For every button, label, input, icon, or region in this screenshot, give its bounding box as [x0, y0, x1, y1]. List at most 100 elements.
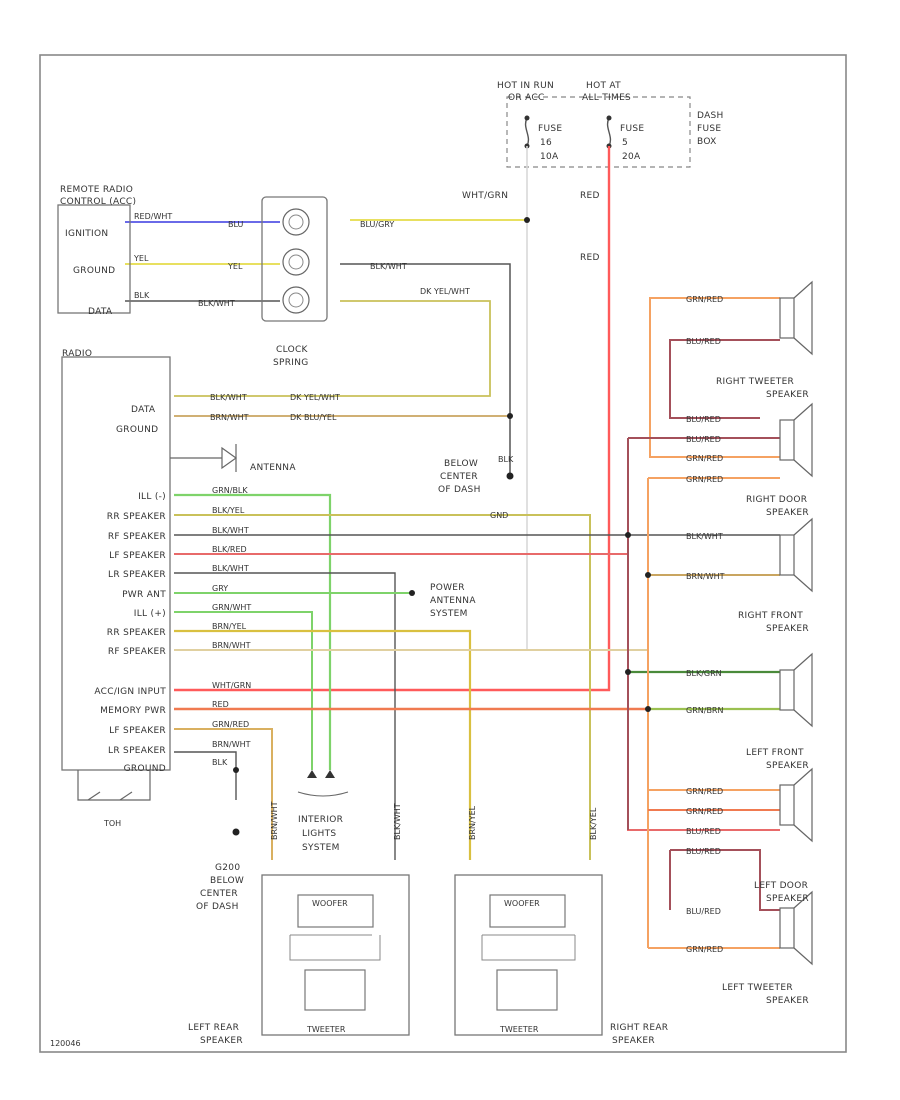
interior-lights-system: INTERIOR LIGHTS SYSTEM	[297, 770, 349, 853]
left-door-wire-3: BLU/RED	[686, 827, 721, 836]
clock-spring-in-3: BLK/WHT	[198, 299, 235, 308]
radio-data-wire-2: DK YEL/WHT	[290, 393, 340, 402]
radio-pin-label: LF SPEAKER	[109, 726, 166, 736]
right-front-wire-1: BLK/WHT	[686, 532, 723, 541]
radio-pin-label: RF SPEAKER	[108, 532, 166, 542]
radio-pin-label: RF SPEAKER	[108, 647, 166, 657]
radio-wire-label: WHT/GRN	[212, 681, 251, 690]
remote-wire-3: BLK	[134, 291, 150, 300]
right-door-wire-3: GRN/RED	[686, 454, 723, 463]
remote-wire-1: RED/WHT	[134, 212, 172, 221]
radio-wire-label: BLK/WHT	[212, 526, 249, 535]
left-rear-wire-1: BRN/WHT	[270, 801, 279, 840]
hot-in-run-label: HOT IN RUN	[497, 81, 554, 91]
radio-pin-label: GROUND	[124, 764, 166, 774]
interior-lights-label-1: INTERIOR	[298, 815, 343, 825]
left-door-speaker	[779, 767, 813, 843]
remote-wire-2: YEL	[133, 254, 149, 263]
radio-pin-label: RR SPEAKER	[107, 512, 166, 522]
radio-wire-label: BLK	[212, 758, 228, 767]
right-tweeter-wire-1: GRN/RED	[686, 295, 723, 304]
radio-wire-label: BRN/YEL	[212, 622, 247, 631]
g200-dash-label: OF DASH	[196, 902, 239, 912]
left-front-wire-2: GRN/BRN	[686, 706, 723, 715]
remote-radio-control: REMOTE RADIO CONTROL (ACC) IGNITION GROU…	[57, 185, 172, 317]
remote-pin-ground: GROUND	[73, 266, 115, 276]
fuse-5-label: FUSE	[620, 124, 644, 134]
power-antenna-label-3: SYSTEM	[430, 609, 468, 619]
radio-wire-label: BLK/RED	[212, 545, 247, 554]
left-rear-tweeter-label: TWEETER	[306, 1025, 346, 1034]
radio-unit: RADIO DATA GROUND BLK/WHT DK YEL/WHT BRN…	[61, 349, 340, 828]
radio-title: RADIO	[62, 349, 92, 359]
right-door-wire-1: BLU/RED	[686, 415, 721, 424]
clock-spring-out-3: DK YEL/WHT	[420, 287, 470, 296]
interior-lights-label-3: SYSTEM	[302, 843, 340, 853]
radio-pin-label: RR SPEAKER	[107, 628, 166, 638]
left-door-wire-2: GRN/RED	[686, 807, 723, 816]
remote-title-2: CONTROL (ACC)	[60, 197, 136, 207]
g200-below-label: BELOW	[210, 876, 244, 886]
hot-at-all-times-label-2: ALL TIMES	[582, 93, 631, 103]
right-front-label-2: SPEAKER	[766, 624, 809, 634]
right-door-speaker	[779, 402, 813, 478]
radio-wire-label: GRN/RED	[212, 720, 249, 729]
fuse-box-name-3: BOX	[697, 137, 717, 147]
fuse-16-amps: 10A	[540, 152, 559, 162]
power-antenna-label-1: POWER	[430, 583, 465, 593]
radio-pin-label: ACC/IGN INPUT	[94, 687, 166, 697]
left-tweeter-label-1: LEFT TWEETER	[722, 983, 793, 993]
wire-blk-label: BLK	[498, 455, 514, 464]
below-center-label-2: CENTER	[440, 472, 478, 482]
right-tweeter-speaker	[779, 280, 813, 356]
below-center-label-1: BELOW	[444, 459, 478, 469]
fuse-16-label: FUSE	[538, 124, 562, 134]
left-front-label-2: SPEAKER	[766, 761, 809, 771]
right-tweeter-wire-2: BLU/RED	[686, 337, 721, 346]
wire-red-label-1: RED	[580, 191, 600, 201]
power-antenna-label-2: ANTENNA	[430, 596, 476, 606]
radio-data-wire-1: BLK/WHT	[210, 393, 247, 402]
radio-wire-label: BRN/WHT	[212, 641, 251, 650]
radio-data-label: DATA	[131, 405, 156, 415]
wire-red-label-2: RED	[580, 253, 600, 263]
radio-pin-label: PWR ANT	[122, 590, 166, 600]
right-rear-tweeter-label: TWEETER	[499, 1025, 539, 1034]
right-front-label-1: RIGHT FRONT	[738, 611, 803, 621]
left-rear-woofer-label: WOOFER	[312, 899, 348, 908]
radio-wire-label: BLK/YEL	[212, 506, 245, 515]
left-rear-wire-2: BLK/WHT	[393, 803, 402, 840]
hot-in-run-label-2: OR ACC	[508, 93, 545, 103]
right-rear-speaker: WOOFER TWEETER RIGHT REAR SPEAKER	[454, 874, 668, 1046]
radio-wire-label: BLK/WHT	[212, 564, 249, 573]
fuse-bottom-label: TOH	[103, 819, 121, 828]
left-tweeter-speaker	[779, 890, 813, 966]
left-door-wire-1: GRN/RED	[686, 787, 723, 796]
radio-pin-label: LR SPEAKER	[108, 570, 166, 580]
dash-fuse-box: HOT IN RUN OR ACC HOT AT ALL TIMES FUSE …	[497, 81, 724, 168]
radio-wire-label: RED	[212, 700, 229, 709]
hot-at-all-times-label: HOT AT	[586, 81, 621, 91]
antenna-label: ANTENNA	[250, 463, 296, 473]
left-front-speaker	[779, 652, 813, 728]
clock-spring-name-1: CLOCK	[276, 345, 309, 355]
left-tweeter-wire-2: GRN/RED	[686, 945, 723, 954]
left-front-wire-1: BLK/GRN	[686, 669, 722, 678]
right-rear-wire-1: BRN/YEL	[468, 805, 477, 840]
left-rear-speaker: WOOFER TWEETER LEFT REAR SPEAKER	[188, 874, 410, 1046]
clock-spring-in-2: YEL	[227, 262, 243, 271]
fuse-box-name-2: FUSE	[697, 124, 721, 134]
clock-spring-out-1: BLU/GRY	[360, 220, 394, 229]
clock-spring: CLOCK SPRING BLU YEL BLK/WHT BLU/GRY BLK…	[198, 196, 470, 368]
radio-pin-label: MEMORY PWR	[100, 706, 166, 716]
fuse-box-name-1: DASH	[697, 111, 724, 121]
g200-label: G200	[215, 863, 240, 873]
left-door-label-1: LEFT DOOR	[754, 881, 808, 891]
left-tweeter-label-2: SPEAKER	[766, 996, 809, 1006]
g200-location: G200 BELOW CENTER OF DASH	[196, 863, 244, 912]
right-rear-wire-2: BLK/YEL	[589, 807, 598, 840]
interior-lights-label-2: LIGHTS	[302, 829, 336, 839]
right-front-speaker	[779, 517, 813, 593]
remote-title-1: REMOTE RADIO	[60, 185, 133, 195]
